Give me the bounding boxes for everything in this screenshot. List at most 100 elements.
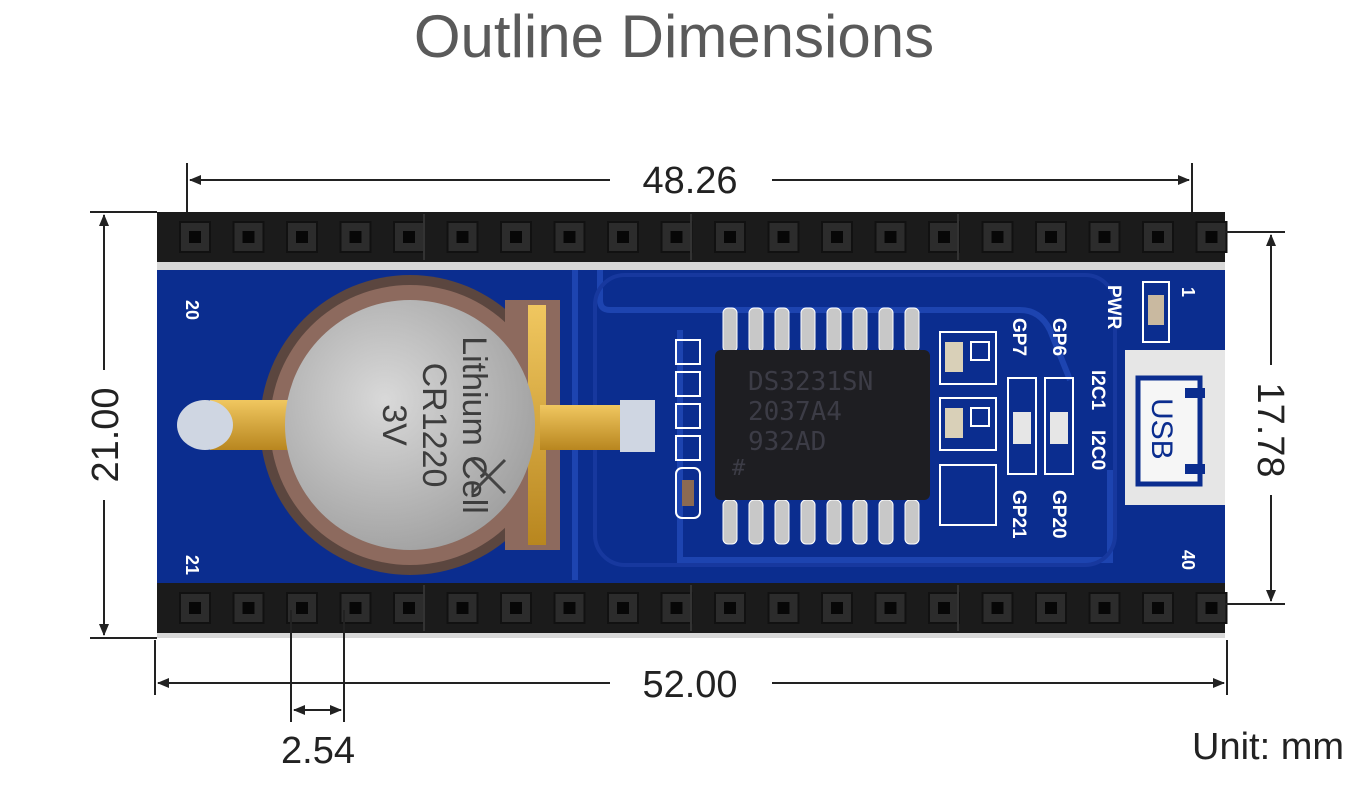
header-pin-hole	[777, 231, 790, 243]
header-pin	[553, 221, 586, 253]
header-pin-hole	[296, 602, 308, 614]
header-pin-hole	[617, 231, 629, 243]
silk-gp6: GP6	[1048, 318, 1069, 356]
header-pin-hole	[617, 602, 629, 614]
header-pin-hole	[1152, 602, 1164, 614]
header-pin-hole	[670, 231, 683, 243]
battery-text: Lithium Cell	[455, 336, 493, 514]
smd-pads-left	[675, 339, 701, 519]
chip-marking: DS3231SN	[748, 367, 873, 397]
chip-pin	[878, 307, 894, 353]
rtc-chip: DS3231SN 2037A4 932AD #	[715, 350, 930, 500]
silk-gp20: GP20	[1048, 490, 1069, 539]
header-pin-hole	[563, 231, 576, 243]
dimension-right-height: 17.78	[1225, 231, 1291, 605]
chip-pin	[904, 499, 920, 545]
pwr-led	[1142, 281, 1170, 343]
header-pin-hole	[1205, 602, 1218, 614]
header-pin-hole	[1152, 231, 1164, 243]
dim-right-height-value: 17.78	[1249, 382, 1291, 477]
chip-pin	[748, 499, 764, 545]
header-pin-hole	[563, 602, 576, 614]
chip-marking: 2037A4	[748, 397, 842, 427]
header-pin-hole	[403, 602, 415, 614]
header-pin	[1088, 592, 1121, 624]
header-pin	[179, 221, 211, 253]
header-pin-hole	[456, 231, 469, 243]
header-pin	[179, 592, 211, 624]
header-pin-hole	[777, 602, 790, 614]
header-pin-hole	[1045, 231, 1057, 243]
header-pin	[660, 592, 693, 624]
pin-label-21: 21	[182, 555, 202, 575]
header-pin-hole	[831, 602, 843, 614]
pin-label-20: 20	[182, 300, 202, 320]
coin-cell-battery	[285, 300, 535, 550]
chip-pin	[774, 499, 790, 545]
holder-nub	[620, 400, 655, 452]
header-pin-hole	[296, 231, 308, 243]
dimension-pin-pitch: 2.54	[281, 610, 355, 772]
header-pin-hole	[510, 231, 522, 243]
coin-cell-holder: Lithium Cell CR1220 3V	[177, 275, 655, 575]
header-pin-hole	[831, 231, 843, 243]
chip-pin	[878, 499, 894, 545]
silk-i2c1: I2C1	[1087, 370, 1108, 411]
plus-symbol	[470, 458, 507, 495]
pcb-trace	[677, 330, 1113, 563]
silk-gp21: GP21	[1008, 490, 1029, 539]
header-pin-hole	[1098, 231, 1111, 243]
header-pin-hole	[349, 231, 362, 243]
header-pin-hole	[938, 602, 950, 614]
header-pin-hole	[991, 602, 1004, 614]
header-pin-hole	[349, 602, 362, 614]
chip-pin	[904, 307, 920, 353]
silk-pwr: PWR	[1103, 285, 1124, 330]
chip-pin	[800, 307, 816, 353]
chip-pin	[852, 307, 868, 353]
top-pin-header	[157, 212, 1228, 262]
chip-pin	[852, 499, 868, 545]
header-pin	[607, 221, 639, 253]
chip-pin	[748, 307, 764, 353]
header-pin-hole	[242, 231, 255, 243]
header-pin-hole	[991, 231, 1004, 243]
chip-pin	[826, 499, 842, 545]
battery-contact	[528, 305, 546, 545]
chip-pin	[722, 307, 738, 353]
header-pin-hole	[1205, 231, 1218, 243]
header-pin-hole	[1045, 602, 1057, 614]
silk-usb: USB	[1145, 398, 1178, 460]
dim-top-width-value: 48.26	[642, 160, 737, 202]
pin-label-40: 40	[1178, 550, 1198, 570]
chip-pin	[826, 307, 842, 353]
silkscreen: 20 21 1 40 PWR GP6 GP7 GP20 GP21 I2C1 I2…	[182, 285, 1198, 575]
header-pin-hole	[510, 602, 522, 614]
chip-pin	[800, 499, 816, 545]
unit-label: Unit: mm	[1192, 726, 1344, 768]
header-pin	[1035, 221, 1067, 253]
dimension-bottom-width: 52.00	[154, 640, 1228, 706]
pin-label-1: 1	[1178, 287, 1198, 297]
header-pin-hole	[189, 231, 201, 243]
header-pin-hole	[189, 602, 201, 614]
header-pin-hole	[938, 231, 950, 243]
usb-connector	[1125, 350, 1225, 505]
battery-text: CR1220	[415, 363, 453, 488]
silk-i2c0: I2C0	[1087, 430, 1108, 470]
pcb-edge	[157, 262, 1225, 270]
dim-left-height-value: 21.00	[85, 387, 127, 482]
diagram-title: Outline Dimensions	[413, 3, 935, 70]
header-pin	[553, 592, 586, 624]
chip-pins	[722, 307, 920, 545]
smd-components-right	[939, 281, 1170, 526]
chip-marking: #	[732, 456, 746, 481]
dimension-top-width: 48.26	[186, 160, 1193, 212]
chip-pin	[722, 499, 738, 545]
header-pin-hole	[884, 602, 897, 614]
battery-tab-right	[540, 405, 620, 450]
header-pin-hole	[724, 602, 736, 614]
bottom-pin-header	[157, 583, 1228, 633]
header-pin-hole	[884, 231, 897, 243]
